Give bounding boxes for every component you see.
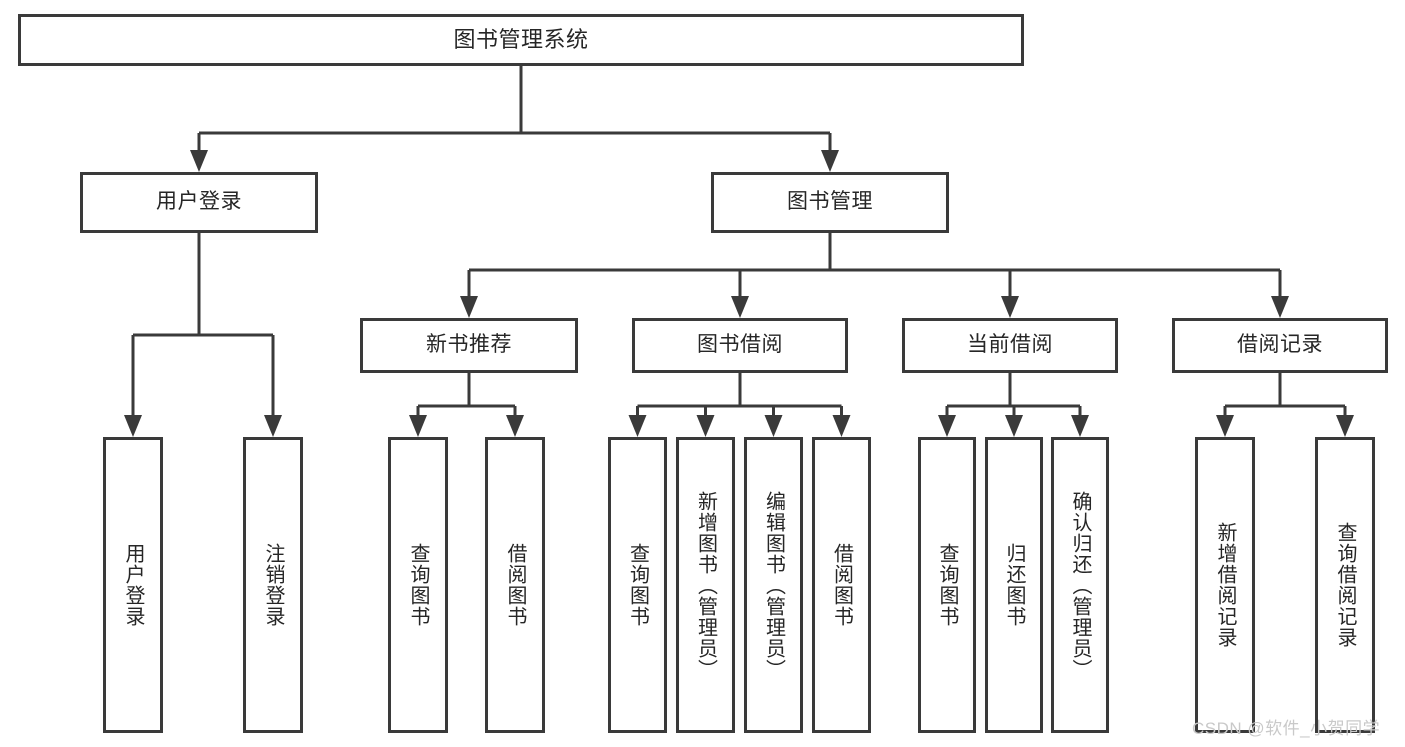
- node-leaf-return-book[interactable]: [985, 437, 1043, 733]
- node-box-leaf-query-book-1: [388, 437, 448, 733]
- arrow-head-icon: [821, 150, 839, 172]
- node-box-new-book-recommend: [360, 318, 578, 373]
- node-leaf-query-book-3[interactable]: [918, 437, 976, 733]
- boxes-layer: [18, 14, 1388, 733]
- arrow-head-icon: [1271, 296, 1289, 318]
- node-box-leaf-borrow-book-1: [485, 437, 545, 733]
- node-box-leaf-confirm-return: [1051, 437, 1109, 733]
- node-leaf-user-login[interactable]: [103, 437, 163, 733]
- arrow-head-icon: [506, 415, 524, 437]
- node-leaf-query-borrow-record[interactable]: [1315, 437, 1375, 733]
- arrow-head-icon: [1071, 415, 1089, 437]
- arrow-head-icon: [1005, 415, 1023, 437]
- node-box-leaf-edit-book: [744, 437, 803, 733]
- node-leaf-add-book[interactable]: [676, 437, 735, 733]
- arrow-head-icon: [1336, 415, 1354, 437]
- arrow-head-icon: [1001, 296, 1019, 318]
- node-box-borrow-record: [1172, 318, 1388, 373]
- node-leaf-confirm-return[interactable]: [1051, 437, 1109, 733]
- node-new-book-recommend[interactable]: [360, 318, 578, 373]
- node-leaf-borrow-book-2[interactable]: [812, 437, 871, 733]
- node-leaf-edit-book[interactable]: [744, 437, 803, 733]
- node-box-leaf-add-borrow-record: [1195, 437, 1255, 733]
- arrow-head-icon: [190, 150, 208, 172]
- node-box-leaf-add-book: [676, 437, 735, 733]
- connectors-layer: [124, 66, 1354, 437]
- arrow-head-icon: [731, 296, 749, 318]
- node-box-leaf-query-book-2: [608, 437, 667, 733]
- node-leaf-user-logout[interactable]: [243, 437, 303, 733]
- node-box-root: [18, 14, 1024, 66]
- arrow-head-icon: [938, 415, 956, 437]
- arrow-head-icon: [124, 415, 142, 437]
- node-box-book-manage: [711, 172, 949, 233]
- node-leaf-query-book-2[interactable]: [608, 437, 667, 733]
- node-box-book-borrow: [632, 318, 848, 373]
- arrow-head-icon: [696, 415, 715, 437]
- node-box-leaf-query-book-3: [918, 437, 976, 733]
- node-leaf-borrow-book-1[interactable]: [485, 437, 545, 733]
- node-box-leaf-user-login: [103, 437, 163, 733]
- arrow-head-icon: [1216, 415, 1234, 437]
- arrow-head-icon: [628, 415, 647, 437]
- node-box-leaf-user-logout: [243, 437, 303, 733]
- node-box-leaf-query-borrow-record: [1315, 437, 1375, 733]
- node-book-borrow[interactable]: [632, 318, 848, 373]
- node-leaf-add-borrow-record[interactable]: [1195, 437, 1255, 733]
- arrow-head-icon: [409, 415, 427, 437]
- node-user-login[interactable]: [80, 172, 318, 233]
- arrow-head-icon: [460, 296, 478, 318]
- arrow-head-icon: [264, 415, 282, 437]
- node-box-current-borrow: [902, 318, 1118, 373]
- node-box-user-login: [80, 172, 318, 233]
- node-box-leaf-return-book: [985, 437, 1043, 733]
- arrow-head-icon: [832, 415, 851, 437]
- arrow-head-icon: [764, 415, 783, 437]
- node-box-leaf-borrow-book-2: [812, 437, 871, 733]
- node-leaf-query-book-1[interactable]: [388, 437, 448, 733]
- node-root[interactable]: [18, 14, 1024, 66]
- node-book-manage[interactable]: [711, 172, 949, 233]
- node-borrow-record[interactable]: [1172, 318, 1388, 373]
- node-current-borrow[interactable]: [902, 318, 1118, 373]
